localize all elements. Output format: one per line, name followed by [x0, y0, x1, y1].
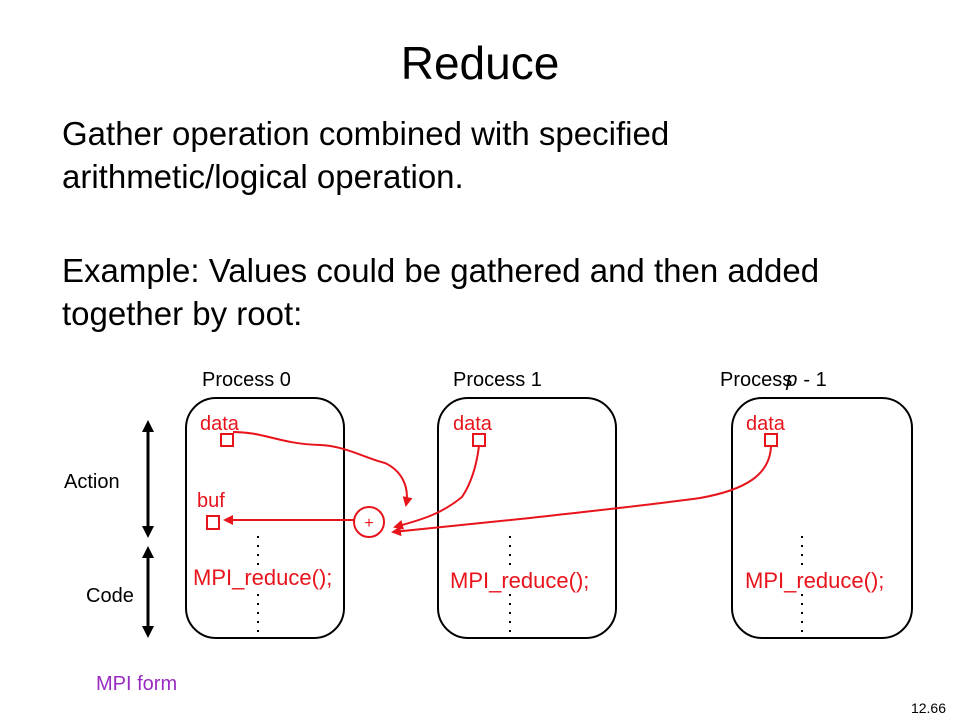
- example-text: Example: Values could be gathered and th…: [62, 252, 820, 332]
- arrow-data-0-to-plus: [232, 431, 413, 507]
- process-1-box: [437, 397, 617, 639]
- code-arrow-head-top: [142, 546, 154, 558]
- buf-cell: [206, 515, 220, 530]
- mpi-reduce-call-0: MPI_reduce();: [193, 565, 332, 590]
- process-last-rest: - 1: [803, 369, 826, 391]
- description-text: Gather operation combined with specified…: [62, 115, 670, 195]
- data-label-1: data: [453, 413, 493, 435]
- arrow-data-1-to-plus: [393, 445, 480, 530]
- arrow-data-last-to-plus: [391, 445, 772, 537]
- process-last-label: Processp - 1: [720, 369, 827, 391]
- code-arrow-head-bottom: [142, 626, 154, 638]
- data-label-0: data: [200, 413, 240, 435]
- process-last-word: Process: [720, 369, 792, 391]
- mpi-reduce-call-1: MPI_reduce();: [450, 568, 589, 593]
- slide-title: Reduce: [400, 37, 560, 89]
- data-label-last: data: [746, 413, 786, 435]
- plus-operator-circle: [353, 506, 385, 538]
- process-1-label: Process 1: [453, 369, 542, 391]
- mpi-form-label: MPI form: [96, 673, 177, 695]
- mpi-reduce-call-last: MPI_reduce();: [745, 568, 884, 593]
- data-cell-1: [472, 433, 486, 447]
- process-0-box: [185, 397, 345, 639]
- action-arrow-head-top: [142, 420, 154, 432]
- data-cell-last: [764, 433, 778, 447]
- slide-number: 12.66: [910, 700, 946, 716]
- process-last-var: p: [785, 369, 797, 391]
- code-label: Code: [86, 585, 134, 607]
- buf-label: buf: [197, 490, 225, 512]
- plus-operator: +: [364, 515, 373, 532]
- process-last-box: [731, 397, 913, 639]
- action-arrow-head-bottom: [142, 526, 154, 538]
- data-cell-0: [220, 433, 234, 447]
- action-label: Action: [64, 471, 120, 493]
- process-0-label: Process 0: [202, 369, 291, 391]
